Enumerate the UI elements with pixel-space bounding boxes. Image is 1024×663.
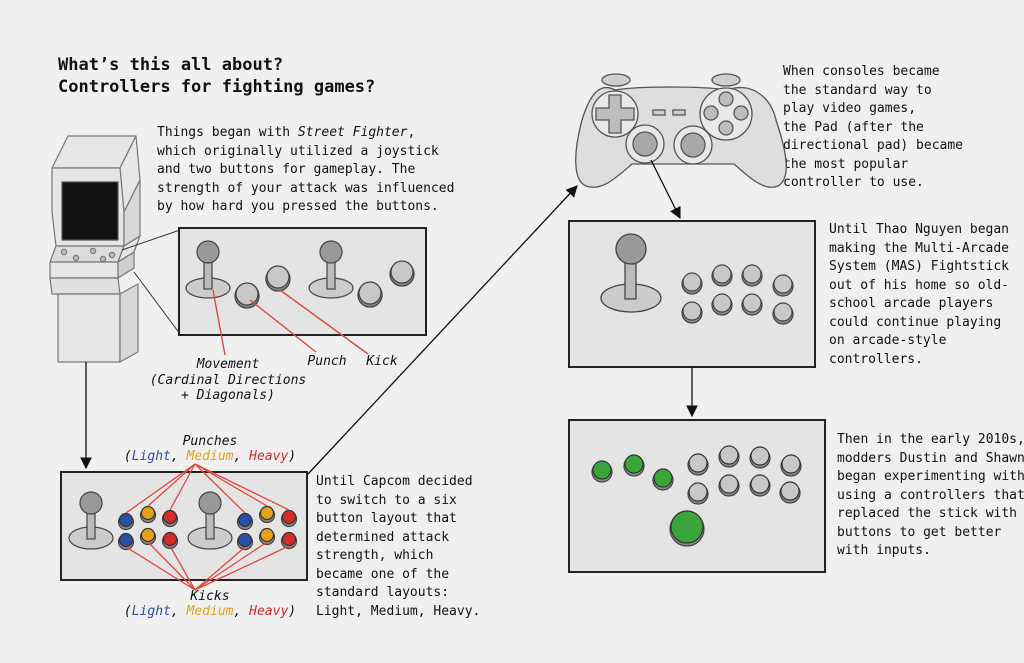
kick-line	[194, 541, 268, 591]
punch-label: Punch	[307, 354, 347, 369]
six-annotation-lines	[125, 463, 290, 591]
light-label: Light	[131, 449, 171, 464]
arcade-button	[682, 272, 702, 292]
mas-buttons	[681, 264, 794, 325]
arcade-button	[750, 474, 770, 494]
punches-strengths: (Light, Medium, Heavy)	[123, 449, 297, 464]
arcade-button	[235, 282, 259, 306]
joystick-icon	[187, 491, 233, 550]
arcade-cabinet-icon	[49, 135, 141, 363]
arcade-button	[719, 474, 739, 494]
punch-line	[147, 463, 196, 507]
arcade-button	[773, 274, 793, 294]
sf-buttons	[234, 260, 415, 309]
kicks-strengths: (Light, Medium, Heavy)	[123, 604, 297, 619]
heavy-label: Heavy	[249, 604, 289, 619]
punch-line	[125, 463, 196, 514]
up-button	[670, 510, 704, 544]
arcade-button	[712, 264, 732, 284]
punch-button	[162, 509, 178, 525]
direction-button	[592, 460, 612, 480]
arcade-button	[742, 293, 762, 313]
page-title: What’s this all about? Controllers for f…	[58, 54, 375, 98]
kick-line	[125, 546, 196, 591]
title-line-2: Controllers for fighting games?	[58, 77, 376, 97]
joystick-icon	[600, 233, 662, 313]
arcade-button	[358, 281, 382, 305]
direction-button	[653, 468, 673, 488]
intro-post: , which originally utilized a joystick a…	[157, 125, 455, 214]
punch-line	[194, 463, 246, 514]
arcade-button	[682, 301, 702, 321]
arrow-icon	[307, 185, 578, 475]
arcade-button	[742, 264, 762, 284]
gamepad-icon	[575, 73, 787, 188]
heavy-label: Heavy	[249, 449, 289, 464]
joystick-icon	[308, 240, 354, 299]
arcade-button	[719, 445, 739, 465]
arcade-button	[688, 482, 708, 502]
capcom-text: Until Capcom decided to switch to a six …	[316, 474, 481, 619]
medium-label: Medium	[186, 604, 234, 619]
arcade-button	[750, 446, 770, 466]
medium-label: Medium	[186, 449, 234, 464]
kick-button	[281, 531, 297, 547]
pad-text: When consoles became the standard way to…	[783, 64, 964, 190]
punch-line	[169, 463, 196, 511]
intro-text: Things began with Street Fighter, which …	[157, 124, 454, 217]
kick-line	[169, 545, 196, 591]
punches-label: Punches	[182, 434, 238, 449]
punch-line	[194, 463, 290, 511]
intro-game-title: Street Fighter	[297, 125, 408, 140]
six-button-panel	[60, 471, 308, 581]
kick-label: Kick	[366, 354, 398, 369]
arcade-button	[390, 260, 414, 284]
kick-button	[140, 527, 156, 543]
kick-line	[147, 541, 196, 591]
arcade-button	[780, 481, 800, 501]
punch-button	[140, 505, 156, 521]
intro-pre: Things began with	[157, 125, 298, 140]
arcade-button	[266, 265, 290, 289]
kick-line	[194, 545, 290, 591]
punch-line	[194, 463, 268, 507]
kick-button	[118, 532, 134, 548]
kick-button	[259, 527, 275, 543]
hitbox-buttons	[591, 445, 802, 547]
punch-button	[281, 509, 297, 525]
title-line-1: What’s this all about?	[58, 55, 284, 75]
punch-button	[259, 505, 275, 521]
kick-button	[237, 532, 253, 548]
arrow-icon	[650, 159, 681, 220]
direction-button	[624, 454, 644, 474]
arcade-button	[688, 453, 708, 473]
kick-button	[162, 531, 178, 547]
kicks-label: Kicks	[190, 589, 230, 604]
arcade-button	[712, 293, 732, 313]
kick-line	[194, 546, 246, 591]
light-label: Light	[131, 604, 171, 619]
mas-text: Until Thao Nguyen began making the Multi…	[829, 222, 1010, 367]
hitbox-text: Then in the early 2010s, modders Dustin …	[837, 432, 1024, 558]
punch-button	[118, 512, 134, 528]
six-buttons	[117, 505, 298, 551]
movement-label: Movement (Cardinal Directions + Diagonal…	[149, 357, 307, 403]
sf-annotation-lines	[212, 289, 369, 356]
punch-button	[237, 512, 253, 528]
joystick-icon	[68, 491, 114, 550]
joystick-icon	[185, 240, 231, 299]
arcade-button	[773, 302, 793, 322]
arcade-button	[781, 454, 801, 474]
